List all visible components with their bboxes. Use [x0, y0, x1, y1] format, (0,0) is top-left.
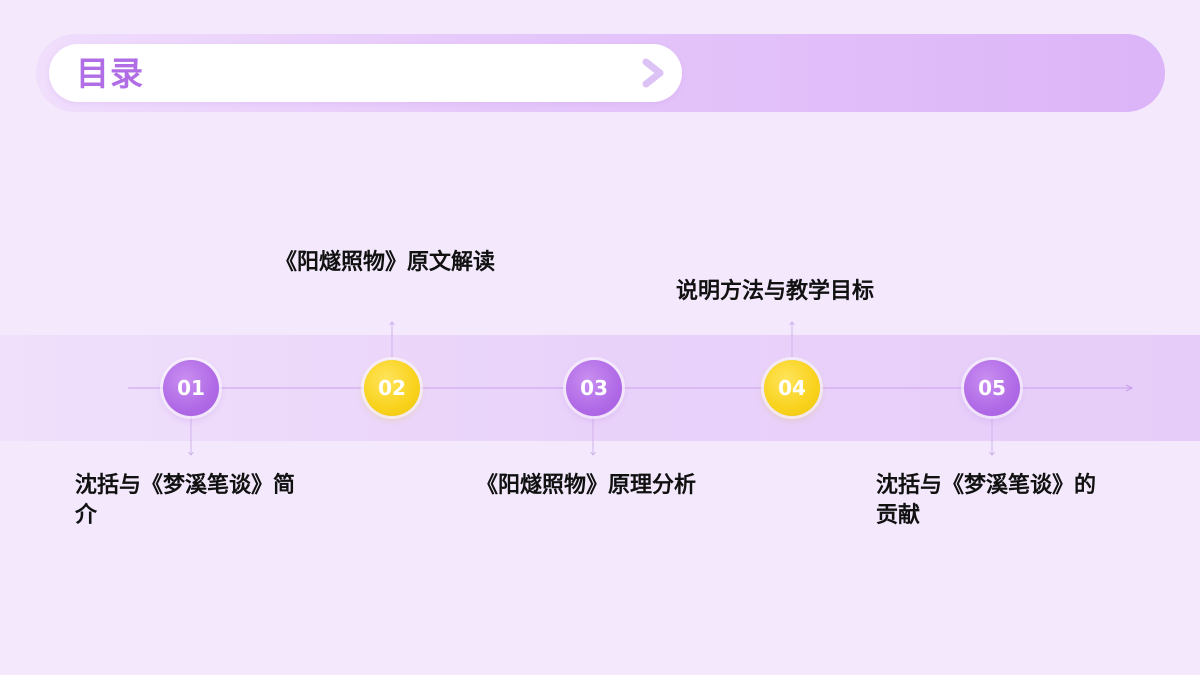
- chevron-right-icon: [642, 58, 664, 88]
- timeline-node-04: 04: [764, 360, 820, 416]
- header-title-pill: [49, 44, 682, 102]
- timeline-label-04: 说明方法与教学目标: [676, 279, 875, 304]
- timeline-node-05: 05: [964, 360, 1020, 416]
- timeline-node-03: 03: [566, 360, 622, 416]
- timeline-node-01: 01: [163, 360, 219, 416]
- page-title: 目录: [76, 54, 144, 93]
- timeline-label-02: 《阳燧照物》原文解读: [275, 250, 496, 275]
- timeline-label-05: 沈括与《梦溪笔谈》的贡献: [876, 473, 1097, 528]
- timeline-node-02: 02: [364, 360, 420, 416]
- timeline-label-03: 《阳燧照物》原理分析: [476, 473, 697, 498]
- timeline-label-01: 沈括与《梦溪笔谈》简介: [75, 473, 296, 528]
